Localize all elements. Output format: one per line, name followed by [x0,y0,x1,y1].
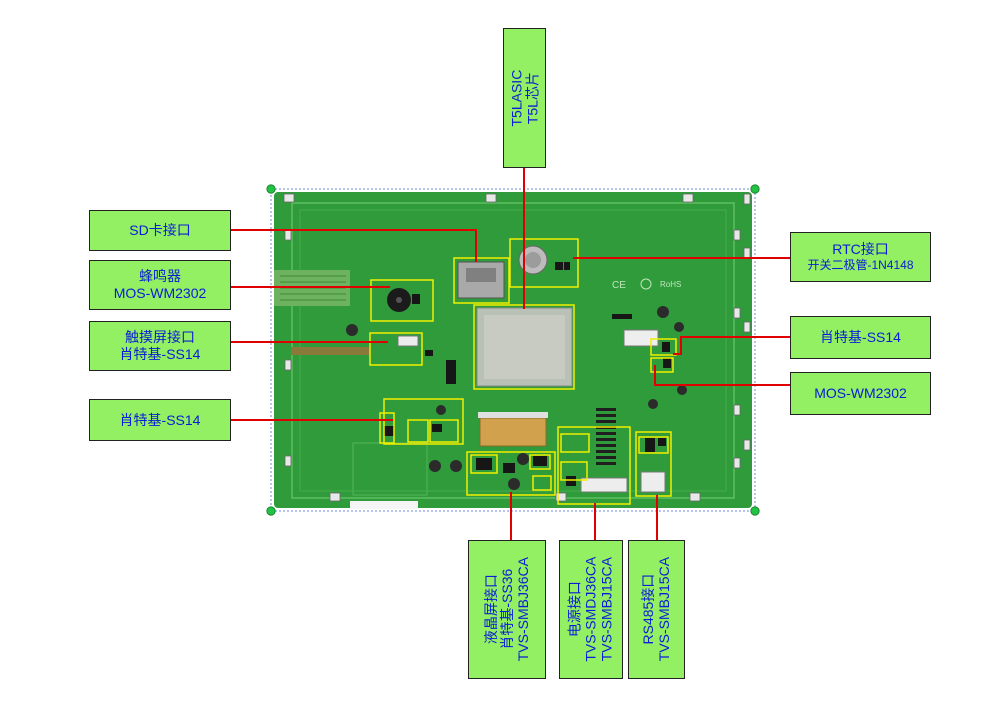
leader-schottky-right [673,336,790,355]
label-schottky-right: 肖特基-SS14 [790,316,931,359]
rs485-connector [640,471,666,493]
label-rtc-line1: RTC接口 [832,241,889,258]
rtc-battery-center [525,252,541,268]
board-sticker [350,501,418,509]
label-lcd-text: 液晶屏接口 肖特基-SS36 TVS-SMBJ36CA [483,557,531,661]
label-lcd-line3: TVS-SMBJ36CA [515,557,532,662]
highlight-power-2 [560,433,590,453]
pin-header [596,408,616,465]
buzzer-hole [396,297,402,303]
leader-mos-right [654,365,790,386]
label-t5l: T5LASIC T5L芯片 [503,28,546,168]
label-rs485-line2: TVS-SMBJ15CA [656,557,673,662]
label-t5l-text: T5LASIC T5L芯片 [508,70,540,127]
label-touch-line1: 触摸屏接口 [125,329,195,346]
highlight-touch [369,332,423,366]
label-power-line3: TVS-SMBJ15CA [599,557,616,662]
highlight-sd [453,257,510,304]
highlight-rs485 [635,431,672,497]
lcd-fpc-connector [479,417,547,447]
highlight-lcd-3 [529,454,551,470]
selection-handles[interactable] [266,184,760,516]
highlight-rtc [509,238,579,288]
rohs-mark: RoHS [660,280,681,289]
highlight-small-left [379,412,395,444]
touch-connector [397,335,419,347]
smd-components [384,262,671,486]
label-mos-right-line1: MOS-WM2302 [814,385,907,402]
label-buzzer-line2: MOS-WM2302 [113,285,207,301]
highlight-small-left-2 [407,419,429,443]
ce-mark: CE [612,280,626,291]
highlight-schottky-right [650,338,677,356]
label-schottky-left: 肖特基-SS14 [89,399,231,441]
label-sd-line1: SD卡接口 [129,222,191,239]
label-buzzer: 蜂鸣器 MOS-WM2302 [89,260,231,310]
sd-card-slot-inner [466,268,496,282]
mounting-tabs [283,193,751,502]
label-buzzer-line1: 蜂鸣器 [139,268,181,285]
power-connector [580,477,628,493]
label-touch-line2: 肖特基-SS14 [119,346,201,362]
label-schottky-left-line1: 肖特基-SS14 [119,411,201,428]
highlight-mos-right [650,357,674,373]
selection-outline [270,188,756,512]
label-touch: 触摸屏接口 肖特基-SS14 [89,321,231,371]
label-rs485-line1: RS485接口 [640,574,657,645]
label-power-line2: TVS-SMDJ36CA [582,556,599,663]
label-power: 电源接口 TVS-SMDJ36CA TVS-SMBJ15CA [559,540,623,679]
touch-flex-cable [291,347,369,355]
highlight-small-left-3 [429,419,459,443]
label-t5l-line1: T5LASIC [508,69,525,127]
power-socket-top [623,329,659,347]
lcd-fpc-latch [478,412,548,418]
leader-sd [231,229,477,262]
label-rs485: RS485接口 TVS-SMBJ15CA [628,540,685,679]
label-rs485-text: RS485接口 TVS-SMBJ15CA [640,557,672,661]
label-schottky-right-line1: 肖特基-SS14 [820,329,901,346]
leader-lines [231,168,790,540]
highlight-schottky-left [383,398,464,445]
label-lcd-line1: 液晶屏接口 [482,574,499,645]
highlight-buzzer [370,279,434,322]
label-sd: SD卡接口 [89,210,231,251]
highlight-power-3 [560,461,588,481]
label-lcd-line2: 肖特基-SS36 [498,569,515,650]
highlight-rs485-2 [638,436,669,454]
highlight-lcd-2 [470,454,498,474]
label-t5l-line2: T5L芯片 [524,71,541,125]
label-rtc: RTC接口 开关二极管-1N4148 [790,232,931,282]
t5l-chip-top [484,315,565,379]
highlight-lcd-4 [532,475,552,491]
label-power-text: 电源接口 TVS-SMDJ36CA TVS-SMBJ15CA [567,557,615,662]
label-mos-right: MOS-WM2302 [790,372,931,415]
label-power-line1: 电源接口 [566,581,583,638]
label-rtc-line2: 开关二极管-1N4148 [807,258,914,273]
capacitors [346,306,687,490]
label-lcd: 液晶屏接口 肖特基-SS36 TVS-SMBJ36CA [468,540,546,679]
